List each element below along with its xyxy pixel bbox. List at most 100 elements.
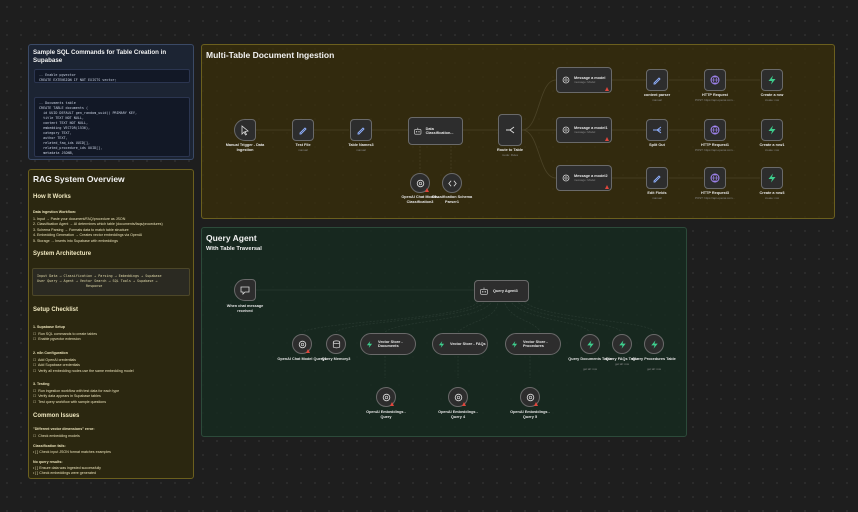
pencil-icon [653, 175, 661, 183]
query-documents-table-label: Query Documents Table [568, 357, 612, 361]
route-to-table-node[interactable] [498, 114, 522, 146]
supabase-bolt-icon [618, 339, 626, 349]
message-model-sub-2: message: Model [574, 130, 596, 135]
supabase-bolt-icon [586, 339, 594, 349]
http-request-label-2: HTTP Request1 [701, 143, 729, 147]
supabase-bolt-icon [768, 75, 776, 85]
vector-store-documents-node[interactable]: Vector Store - Documents [360, 333, 416, 355]
data-classification-node[interactable]: Data Classification... [408, 117, 463, 145]
warning-icon [605, 87, 609, 91]
manual-trigger-node[interactable] [234, 119, 256, 141]
issue1-title: "Different vector dimensions" error: [33, 427, 95, 431]
query-memory-label: Query Memory3 [321, 357, 351, 361]
switch-icon [506, 126, 515, 134]
issue2-items: • [ ] Check input JSON format matches ex… [33, 450, 111, 454]
http-request-label-3: HTTP Request3 [701, 191, 729, 195]
classification-parser-node[interactable] [442, 173, 462, 193]
content-parser-node[interactable] [646, 69, 668, 91]
supabase-bolt-icon [438, 340, 445, 348]
warning-icon [425, 188, 429, 192]
sql-code-documents: -- Documents table CREATE TABLE document… [34, 97, 190, 157]
message-model-label-1: Message a model [574, 75, 606, 80]
vector-store-procedures-label: Vector Store - Procedures [523, 339, 548, 349]
setup3-items: ☐ Run ingestion workflow with test data … [33, 389, 120, 404]
message-model-sub-3: message: Model [574, 178, 596, 183]
edit-fields-label: Edit Fields [647, 191, 667, 195]
warning-icon [462, 402, 466, 406]
table-names-sub: manual [356, 148, 366, 152]
query-documents-table-sub: get:all: row [583, 367, 597, 371]
data-classification-label: Data Classification... [425, 126, 454, 136]
issue3-items: • [ ] Ensure data was ingested successfu… [33, 466, 101, 476]
create-row-node-3[interactable] [761, 167, 783, 189]
query-agent-group-note[interactable]: Query Agent With Table Traversal [201, 227, 687, 437]
query-memory-node[interactable] [326, 334, 346, 354]
sql-code-pgvector: -- Enable pgvector CREATE EXTENSION IF N… [34, 69, 190, 83]
query-procedures-table-sub: get:all: row [647, 367, 661, 371]
openai-icon [526, 393, 534, 401]
test-file-label: Test File [295, 143, 311, 147]
query-procedures-table-node[interactable] [644, 334, 664, 354]
architecture-heading: System Architecture [33, 251, 92, 257]
query-faqs-table-label: Query FAQs Table [605, 357, 639, 361]
pencil-icon [653, 77, 661, 85]
vector-store-faqs-node[interactable]: Vector Store - FAQs [432, 333, 488, 355]
edit-fields-sub: manual [652, 196, 662, 200]
architecture-code: Input Data → Classification → Parsing → … [32, 268, 190, 296]
http-request-node-2[interactable] [704, 119, 726, 141]
http-request-node-1[interactable] [704, 69, 726, 91]
openai-icon [562, 126, 570, 134]
content-parser-label: content parser [643, 93, 671, 97]
http-request-node-3[interactable] [704, 167, 726, 189]
workflow-title: Data Ingestion Workflow: [33, 210, 77, 214]
query-faqs-table-sub: get:all: row [615, 362, 629, 366]
http-request-sub-3: POST: https://api.openai.com... [695, 196, 735, 200]
setup2-items: ☐ Add OpenAI credentials ☐ Add Supabase … [33, 358, 134, 373]
robot-icon [414, 127, 422, 135]
warning-icon [534, 402, 538, 406]
openai-chat-classification-label: OpenAI Chat Model - Classification3 [401, 195, 439, 204]
create-row-label-1: Create a row [760, 93, 784, 97]
openai-icon [562, 76, 570, 84]
query-procedures-table-label: Query Procedures Table [632, 357, 676, 361]
edit-fields-node[interactable] [646, 167, 668, 189]
sql-commands-note[interactable]: Sample SQL Commands for Table Creation i… [28, 44, 194, 160]
warning-icon [390, 402, 394, 406]
query-agent-label: Query Agent3 [493, 288, 518, 293]
chat-trigger-label: When chat message received [226, 304, 264, 313]
vector-store-procedures-node[interactable]: Vector Store - Procedures [505, 333, 561, 355]
vector-store-faqs-label: Vector Store - FAQs [450, 341, 486, 346]
split-out-node[interactable] [646, 119, 668, 141]
table-names-node[interactable] [350, 119, 372, 141]
sql-note-title: Sample SQL Commands for Table Creation i… [33, 49, 167, 64]
supabase-bolt-icon [768, 173, 776, 183]
rag-note-title: RAG System Overview [33, 174, 125, 184]
create-row-node-1[interactable] [761, 69, 783, 91]
openai-embeddings-query5-label: OpenAI Embeddings - Query 5 [510, 410, 550, 419]
route-label: Route to Table [496, 148, 524, 152]
message-model-label-3: Message a model2 [574, 173, 608, 178]
how-it-works-heading: How It Works [33, 194, 71, 200]
workflow-steps: 1. Input → Paste your document/FAQ/proce… [33, 217, 163, 243]
create-row-label-2: Create a row1 [759, 143, 785, 147]
test-file-node[interactable] [292, 119, 314, 141]
supabase-bolt-icon [650, 339, 658, 349]
query-agent-node[interactable]: Query Agent3 [474, 280, 529, 302]
pencil-icon [357, 127, 365, 135]
query-documents-table-node[interactable] [580, 334, 600, 354]
setup-checklist-heading: Setup Checklist [33, 307, 79, 313]
warning-icon [306, 349, 310, 353]
chat-trigger-node[interactable] [234, 279, 256, 301]
rag-overview-note[interactable]: RAG System Overview How It Works Data In… [28, 169, 194, 479]
table-names-label: Table Names3 [348, 143, 374, 147]
robot-icon [480, 287, 488, 295]
create-row-node-2[interactable] [761, 119, 783, 141]
issue3-title: No query results: [33, 460, 63, 464]
query-faqs-table-node[interactable] [612, 334, 632, 354]
warning-icon [605, 185, 609, 189]
create-row-sub-2: create: row [764, 148, 780, 152]
classification-parser-label: Classification Schema Parser1 [431, 195, 473, 204]
